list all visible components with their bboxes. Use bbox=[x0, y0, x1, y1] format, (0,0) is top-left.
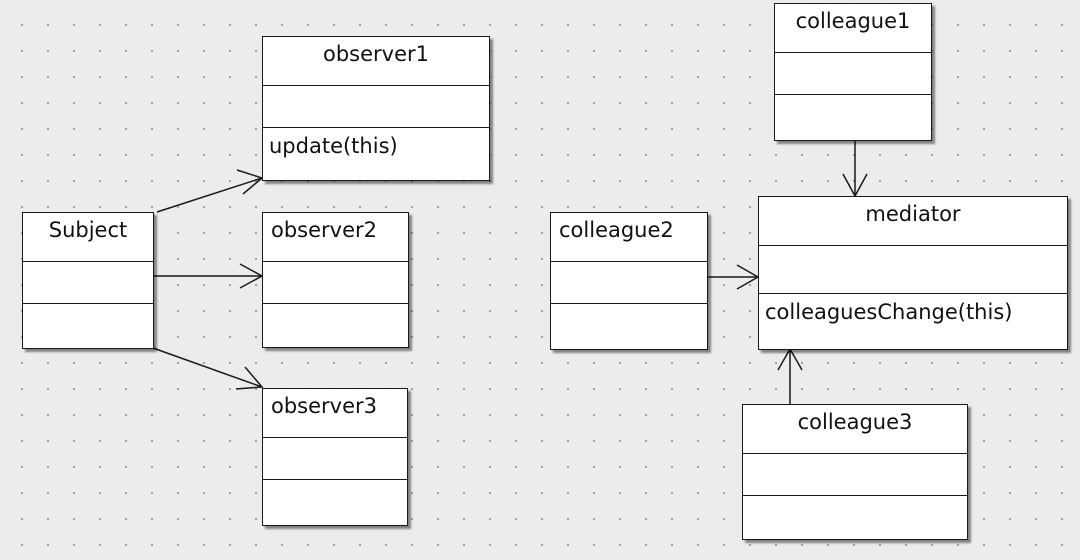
attributes-compartment bbox=[775, 53, 931, 95]
class-observer2[interactable]: observer2 bbox=[262, 212, 409, 348]
class-observer3[interactable]: observer3 bbox=[262, 388, 408, 526]
attributes-compartment bbox=[263, 438, 407, 480]
class-name: mediator bbox=[759, 197, 1067, 246]
operation-label: colleaguesChange(this) bbox=[765, 300, 1013, 324]
class-name: observer1 bbox=[263, 37, 489, 86]
class-name: colleague1 bbox=[775, 4, 931, 53]
attributes-compartment bbox=[551, 262, 707, 304]
attributes-compartment bbox=[263, 86, 489, 128]
operations-compartment bbox=[551, 304, 707, 349]
arrow-subject-observer3 bbox=[152, 347, 264, 390]
operations-compartment bbox=[743, 496, 967, 539]
attributes-compartment bbox=[263, 262, 408, 304]
operations-compartment bbox=[23, 304, 153, 348]
operations-compartment bbox=[263, 480, 407, 525]
arrow-colleague1-mediator bbox=[842, 140, 868, 198]
arrow-subject-observer2 bbox=[153, 263, 264, 289]
operation-label: update(this) bbox=[269, 134, 398, 158]
class-observer1[interactable]: observer1 update(this) bbox=[262, 36, 490, 181]
attributes-compartment bbox=[23, 262, 153, 304]
class-name: colleague2 bbox=[551, 213, 707, 262]
operations-compartment bbox=[775, 95, 931, 140]
class-colleague1[interactable]: colleague1 bbox=[774, 3, 932, 141]
class-name: Subject bbox=[23, 213, 153, 262]
operations-compartment bbox=[263, 304, 408, 347]
class-name: colleague3 bbox=[743, 405, 967, 454]
class-name: observer2 bbox=[263, 213, 408, 262]
class-colleague3[interactable]: colleague3 bbox=[742, 404, 968, 540]
class-mediator[interactable]: mediator colleaguesChange(this) bbox=[758, 196, 1068, 350]
attributes-compartment bbox=[759, 246, 1067, 294]
class-subject[interactable]: Subject bbox=[22, 212, 154, 349]
arrow-colleague3-mediator bbox=[777, 347, 803, 405]
arrow-subject-observer1 bbox=[156, 169, 264, 213]
arrow-colleague2-mediator bbox=[706, 264, 760, 290]
class-colleague2[interactable]: colleague2 bbox=[550, 212, 708, 350]
class-name: observer3 bbox=[263, 389, 407, 438]
attributes-compartment bbox=[743, 454, 967, 496]
